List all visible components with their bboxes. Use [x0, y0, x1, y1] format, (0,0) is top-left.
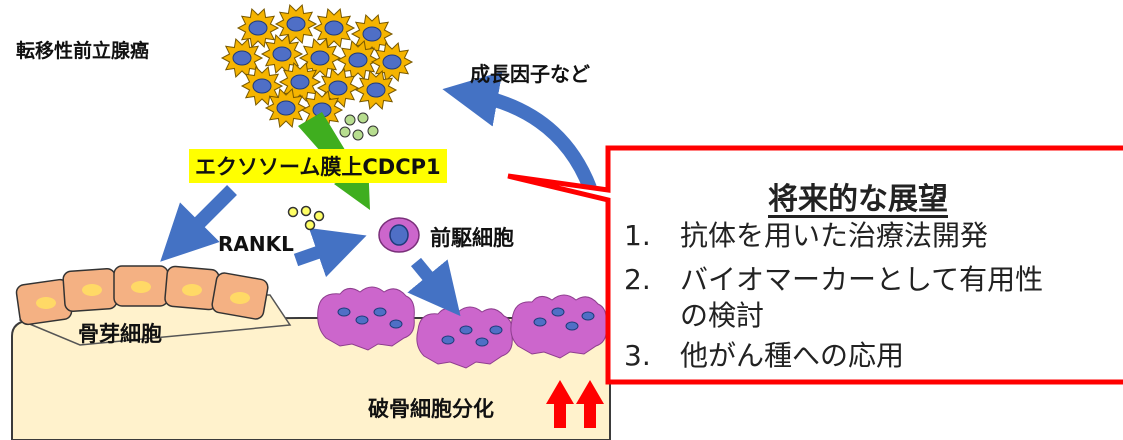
- tumor-cell-nucleus: [290, 74, 310, 90]
- tumor-cell-nucleus: [310, 50, 330, 66]
- exosome-vesicles: [339, 112, 379, 141]
- growth-factor-arrow: [442, 71, 597, 191]
- osteoclast-differentiation-label: 破骨細胞分化: [368, 397, 494, 421]
- osteoblast-cells: [15, 265, 269, 326]
- future-outlook-callout: 将来的な展望 1. 抗体を用いた治療法開発 2. バイオマーカーとして有用性 の検討…: [608, 148, 1123, 382]
- tumor-cell-nucleus: [382, 54, 402, 70]
- callout-item-2-continued: の検討: [680, 299, 765, 332]
- tumor-cell-nucleus: [248, 20, 268, 36]
- osteoblast-label: 骨芽細胞: [78, 322, 162, 346]
- tumor-cell-nucleus: [328, 80, 348, 96]
- precursor-cell: [378, 217, 420, 253]
- tumor-cell-nucleus: [272, 46, 292, 62]
- tumor-cell-nucleus: [252, 78, 272, 94]
- item-number: 2.: [624, 263, 651, 296]
- tumor-cell-nucleus: [362, 26, 382, 42]
- callout-frame: [507, 145, 1123, 385]
- cancer-to-osteoblast-arrow: [160, 185, 237, 262]
- callout-item-3: 3. 他がん種への応用: [624, 334, 904, 374]
- tumor-cell-nucleus: [232, 50, 252, 66]
- increase-arrows: [546, 380, 604, 428]
- tumor-cell-nucleus: [276, 100, 296, 116]
- item-number: 1.: [624, 219, 651, 252]
- tumor-cell-nucleus: [324, 20, 344, 36]
- exosome-cdcp1-label: エクソソーム膜上CDCP1: [189, 149, 447, 183]
- precursor-cell-label: 前駆細胞: [430, 226, 514, 250]
- rankl-arrow: [293, 227, 367, 278]
- callout-title: 将来的な展望: [768, 182, 948, 217]
- tumor-cell-nucleus: [348, 52, 368, 68]
- callout-item-2: 2. バイオマーカーとして有用性: [624, 258, 1043, 298]
- callout-item-1: 1. 抗体を用いた治療法開発: [624, 214, 988, 254]
- tumor-cell-cluster: [220, 3, 414, 131]
- precursor-differentiation-arrow: [407, 257, 461, 317]
- tumor-cell-nucleus: [286, 16, 306, 32]
- osteoclast-nuclei: [337, 307, 595, 347]
- rankl-ligand-dots: [287, 205, 325, 231]
- growth-factors-label: 成長因子など: [470, 62, 590, 86]
- rankl-label: RANKL: [218, 232, 294, 256]
- tumor-cell-nucleus: [366, 82, 386, 98]
- metastatic-cancer-label: 転移性前立腺癌: [16, 40, 150, 62]
- item-text: バイオマーカーとして有用性: [680, 263, 1044, 296]
- item-text: 他がん種への応用: [680, 339, 905, 372]
- item-text: 抗体を用いた治療法開発: [680, 219, 989, 252]
- item-number: 3.: [624, 339, 651, 372]
